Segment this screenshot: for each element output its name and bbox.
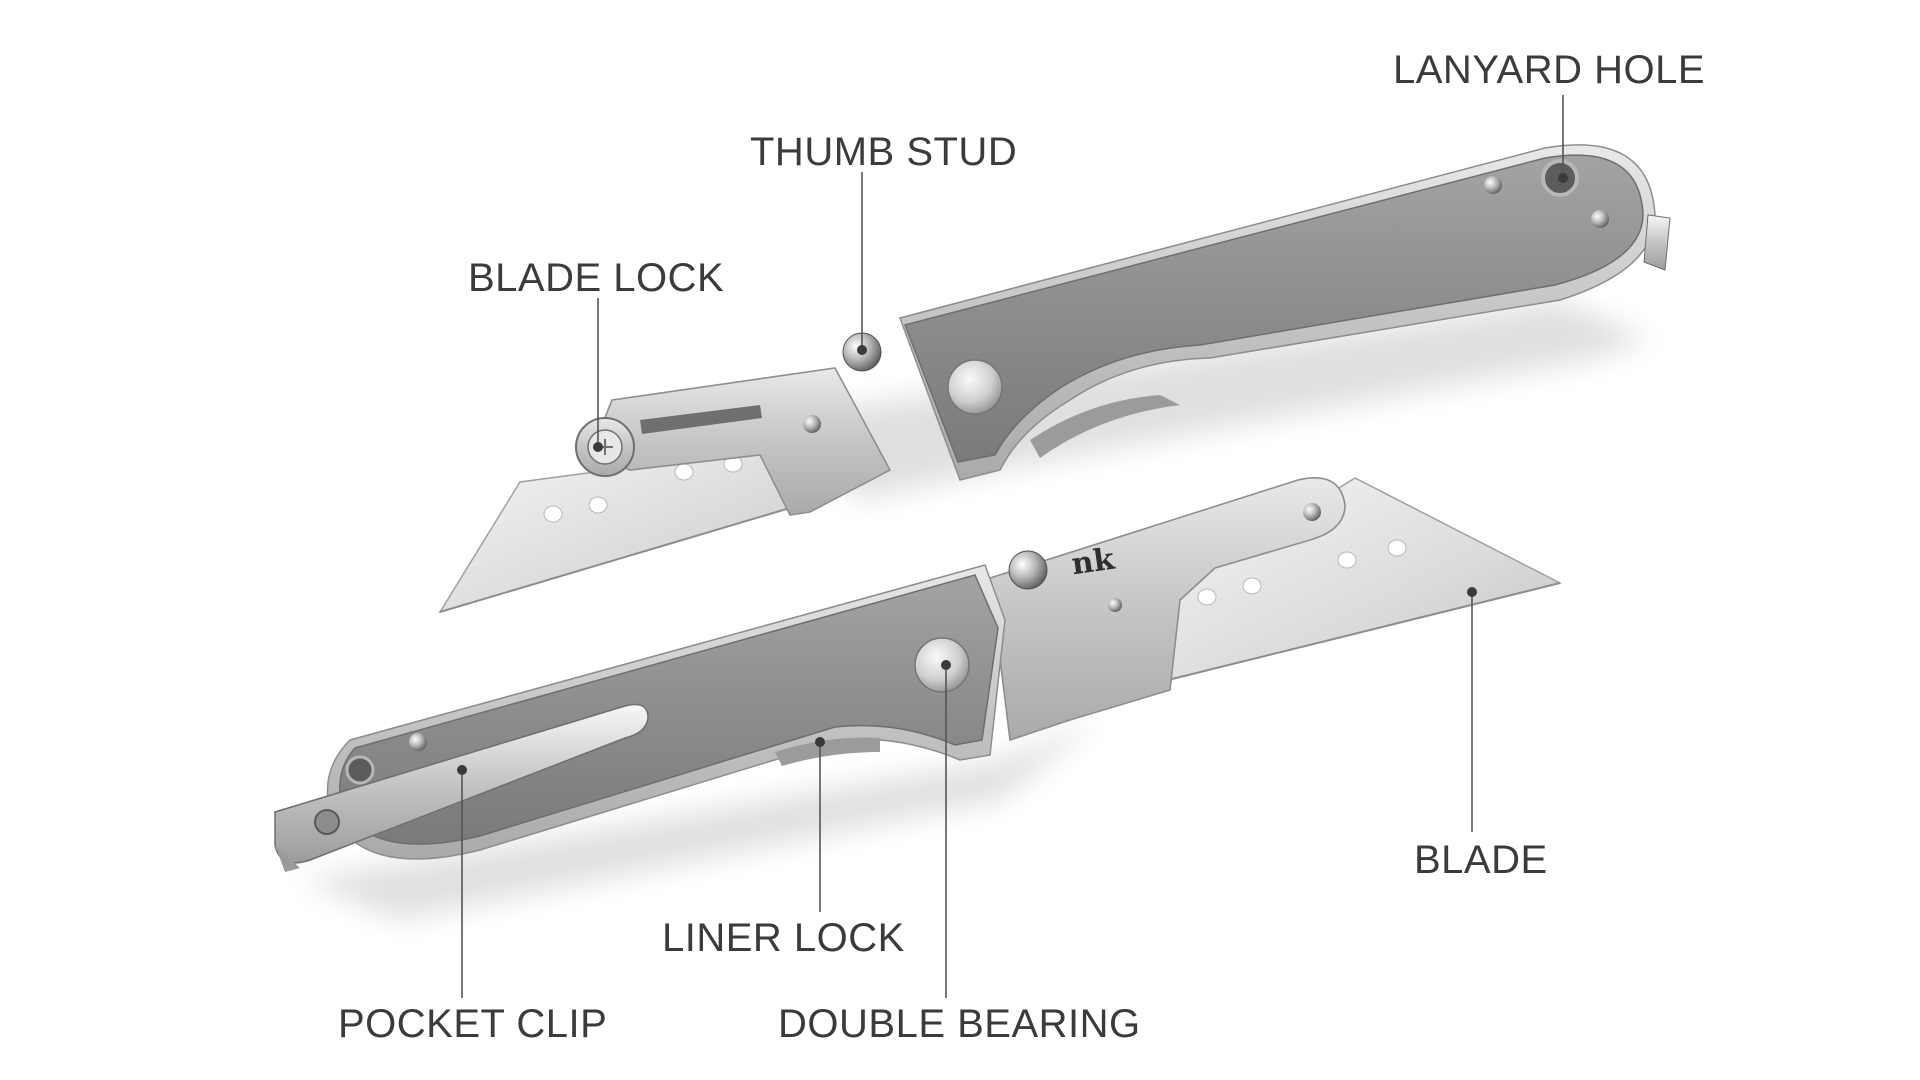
- label-liner-lock: LINER LOCK: [662, 916, 905, 960]
- label-lanyard-hole: LANYARD HOLE: [1393, 48, 1706, 92]
- leader-lines: [457, 95, 1568, 998]
- label-blade: BLADE: [1414, 838, 1548, 882]
- top-knife: [438, 144, 1671, 614]
- bottom-blade-holes: [1197, 539, 1407, 606]
- top-blade: [438, 449, 802, 614]
- bottom-knife: nk: [274, 476, 1563, 920]
- brand-mark: nk: [1069, 542, 1117, 583]
- top-handle-scale: [903, 154, 1644, 463]
- label-thumb-stud: THUMB STUD: [750, 130, 1018, 174]
- label-double-bearing: DOUBLE BEARING: [778, 1002, 1141, 1046]
- bottom-blade-holder: [989, 476, 1346, 742]
- label-pocket-clip: POCKET CLIP: [338, 1002, 608, 1046]
- top-pivot: [947, 359, 1003, 415]
- bottom-thumb-stud: [1008, 550, 1048, 590]
- top-blade-holes: [543, 455, 743, 523]
- label-blade-lock: BLADE LOCK: [468, 256, 725, 300]
